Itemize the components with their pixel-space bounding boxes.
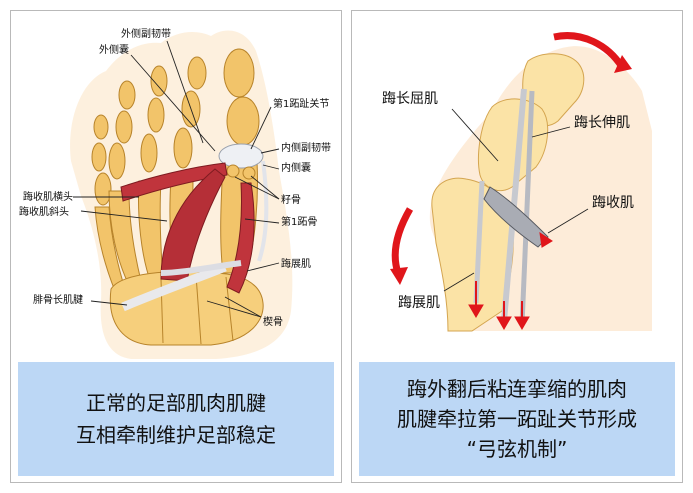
hallux-valgus-illustration: 踇长屈肌 踇长伸肌 踇收肌 踇展肌	[382, 32, 652, 332]
label-adductor-transverse: 踇收肌横头	[23, 190, 73, 203]
caption-line: 互相牵制维护足部稳定	[76, 423, 276, 447]
adductor-transverse-muscle	[120, 162, 228, 202]
caption-line: “弓弦机制”	[466, 437, 568, 461]
rotation-arrow-left	[391, 207, 414, 275]
label-extensor-hallucis-longus: 踇长伸肌	[574, 115, 630, 131]
normal-foot-illustration: 外侧副韧带 外侧囊 第1跖趾关节 内侧副韧带 内侧囊 籽骨 第1跖骨 踇收肌横头…	[19, 27, 331, 360]
label-lateral-capsule: 外侧囊	[99, 43, 129, 56]
panel-hallux-valgus: 踇长屈肌 踇长伸肌 踇收肌 踇展肌 踇外翻后粘连挛缩的肌肉 肌腱牵拉第一跖趾关节…	[351, 10, 683, 483]
label-adductor-hallucis: 踇收肌	[592, 195, 634, 211]
label-flexor-hallucis-longus: 踇长屈肌	[382, 91, 438, 107]
adductor-muscle	[483, 186, 549, 248]
caption-line: 踇外翻后粘连挛缩的肌肉	[407, 377, 627, 401]
toe-bones	[91, 48, 260, 206]
adductor-oblique-muscle	[160, 168, 226, 282]
sesamoid-bone	[242, 166, 256, 180]
tendon-band	[121, 262, 227, 312]
label-medial-ligament: 内侧副韧带	[281, 141, 331, 154]
label-abductor-hallucis: 踇展肌	[398, 295, 440, 311]
label-sesamoid: 籽骨	[281, 194, 301, 206]
rotation-arrowhead-left	[390, 267, 408, 285]
label-abductor: 踇展肌	[281, 257, 311, 270]
label-lateral-ligament: 外侧副韧带	[121, 27, 171, 40]
label-peroneus-longus: 腓骨长肌腱	[33, 294, 83, 306]
label-medial-capsule: 内侧囊	[281, 161, 311, 174]
tendon-band	[160, 260, 242, 276]
label-first-metatarsal: 第1跖骨	[281, 215, 317, 228]
label-mtp-joint: 第1跖趾关节	[273, 97, 329, 110]
mtp-joint-capsule	[218, 143, 264, 169]
extensor-tendon	[519, 90, 535, 326]
rotation-arrow-top	[553, 32, 625, 69]
caption-line: 正常的足部肌肉肌腱	[86, 391, 266, 415]
label-cuneiform: 楔骨	[263, 316, 283, 328]
panel-normal-foot: 外侧副韧带 外侧囊 第1跖趾关节 内侧副韧带 内侧囊 籽骨 第1跖骨 踇收肌横头…	[10, 10, 342, 483]
label-adductor-oblique: 踇收肌斜头	[19, 205, 69, 218]
caption-line: 肌腱牵拉第一跖趾关节形成	[397, 407, 637, 431]
rotation-arrowhead-top	[614, 55, 632, 73]
leader-lines	[443, 108, 589, 292]
force-arrows	[468, 231, 553, 330]
caption-normal-foot: 正常的足部肌肉肌腱 互相牵制维护足部稳定	[18, 362, 334, 476]
tendon-band	[257, 160, 269, 262]
sesamoid-bone	[226, 164, 240, 178]
leader-lines	[73, 40, 280, 318]
abductor-muscle	[226, 182, 255, 294]
caption-hallux-valgus: 踇外翻后粘连挛缩的肌肉 肌腱牵拉第一跖趾关节形成 “弓弦机制”	[359, 362, 675, 476]
